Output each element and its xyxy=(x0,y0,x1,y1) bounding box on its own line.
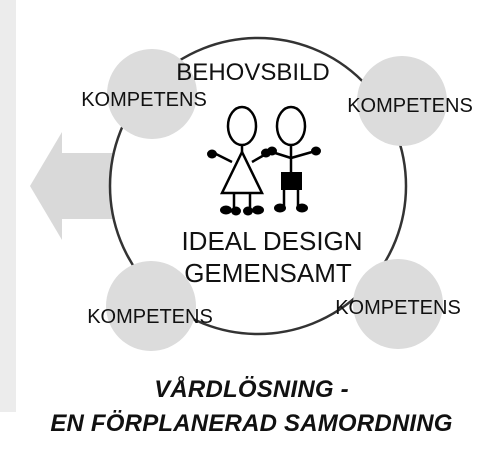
behovsbild-label: BEHOVSBILD xyxy=(176,59,329,86)
caption-line-2: EN FÖRPLANERAD SAMORDNING xyxy=(50,410,453,437)
caption-line-1: VÅRDLÖSNING - xyxy=(154,376,349,403)
gemensamt-label: GEMENSAMT xyxy=(184,258,352,288)
competence-label-bottom-right: KOMPETENS xyxy=(335,297,461,319)
stick-figures-icon xyxy=(215,105,313,208)
competence-label-top-left: KOMPETENS xyxy=(81,89,207,111)
competence-label-top-right: KOMPETENS xyxy=(347,95,473,117)
competence-label-bottom-left: KOMPETENS xyxy=(87,306,213,328)
ideal-design-label: IDEAL DESIGN xyxy=(181,226,362,256)
competence-bubble-bottom-left xyxy=(106,261,196,351)
competence-bubble-bottom-right xyxy=(353,259,443,349)
collaboration-diagram: BEHOVSBILD KOMPETENS KOMPETENS IDEAL DES… xyxy=(30,36,473,351)
left-side-bar xyxy=(0,0,16,412)
left-arrow-icon xyxy=(30,132,118,240)
competence-bubble-top-left xyxy=(107,49,197,139)
competence-bubble-top-right xyxy=(357,56,447,146)
stick-figure-details xyxy=(207,146,321,216)
